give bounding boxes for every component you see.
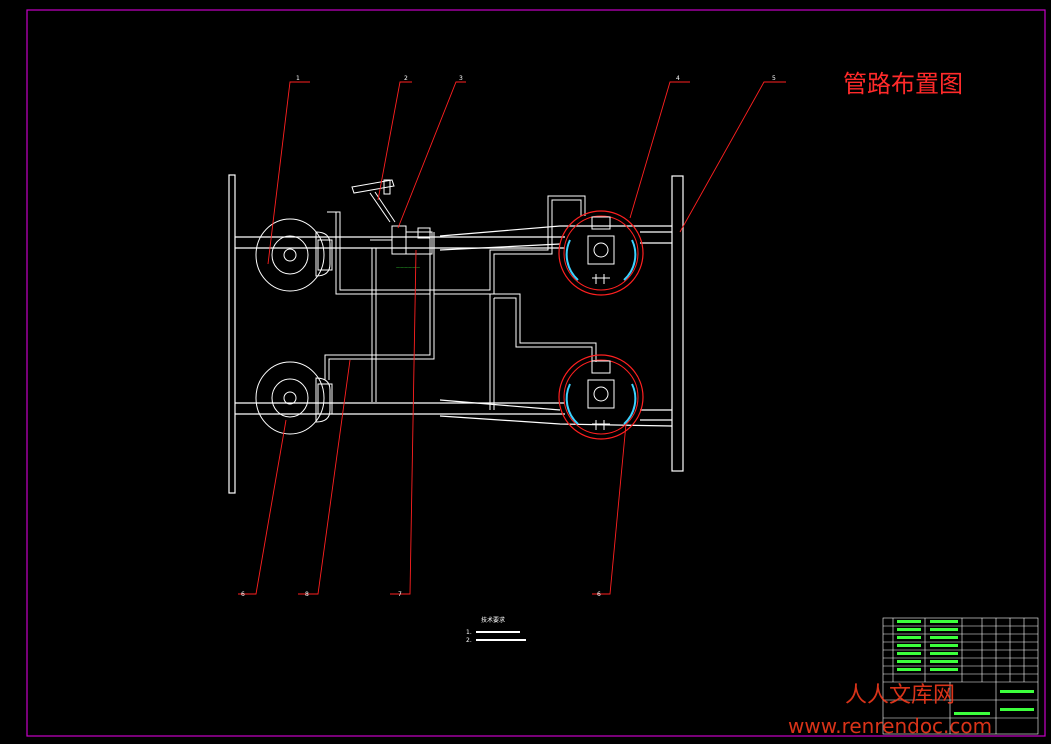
watermark-url: www.renrendoc.com	[788, 714, 992, 738]
balloon-3: 3	[459, 75, 463, 82]
master-cylinder-label: ——————	[396, 265, 420, 270]
tech-req-line-1: 1.	[466, 629, 472, 636]
drawing-border	[26, 9, 1046, 737]
parts-list-cells	[897, 620, 1034, 715]
balloon-4: 4	[676, 75, 680, 82]
balloon-8: 8	[305, 591, 309, 598]
balloon-5: 5	[772, 75, 776, 82]
brake-pedal	[351, 179, 396, 223]
watermark-cn: 人人文库网	[845, 683, 955, 708]
drawing-title: 管路布置图	[843, 70, 963, 98]
title-block	[882, 617, 1039, 735]
technical-requirements: 技术要求 1. 2.	[466, 616, 526, 644]
front-left-disc-brake	[255, 218, 333, 292]
upper-right-drum-brake	[558, 210, 644, 296]
balloon-6b: 6	[597, 591, 601, 598]
balloon-6a: 6	[241, 591, 245, 598]
tech-req-heading: 技术要求	[481, 616, 505, 624]
lower-right-drum-brake	[558, 354, 644, 440]
rear-left-disc-brake	[255, 361, 333, 435]
master-cylinder	[370, 225, 433, 255]
balloon-2: 2	[404, 75, 408, 82]
tech-req-line-2: 2.	[466, 637, 472, 644]
chassis-frame	[228, 174, 684, 494]
balloon-labels: 1 2 3 4 5 6 6 7 8	[241, 75, 776, 598]
brake-pipeline	[324, 195, 597, 410]
balloon-7: 7	[398, 591, 402, 598]
balloon-1: 1	[296, 75, 300, 82]
leader-lines	[238, 81, 786, 595]
